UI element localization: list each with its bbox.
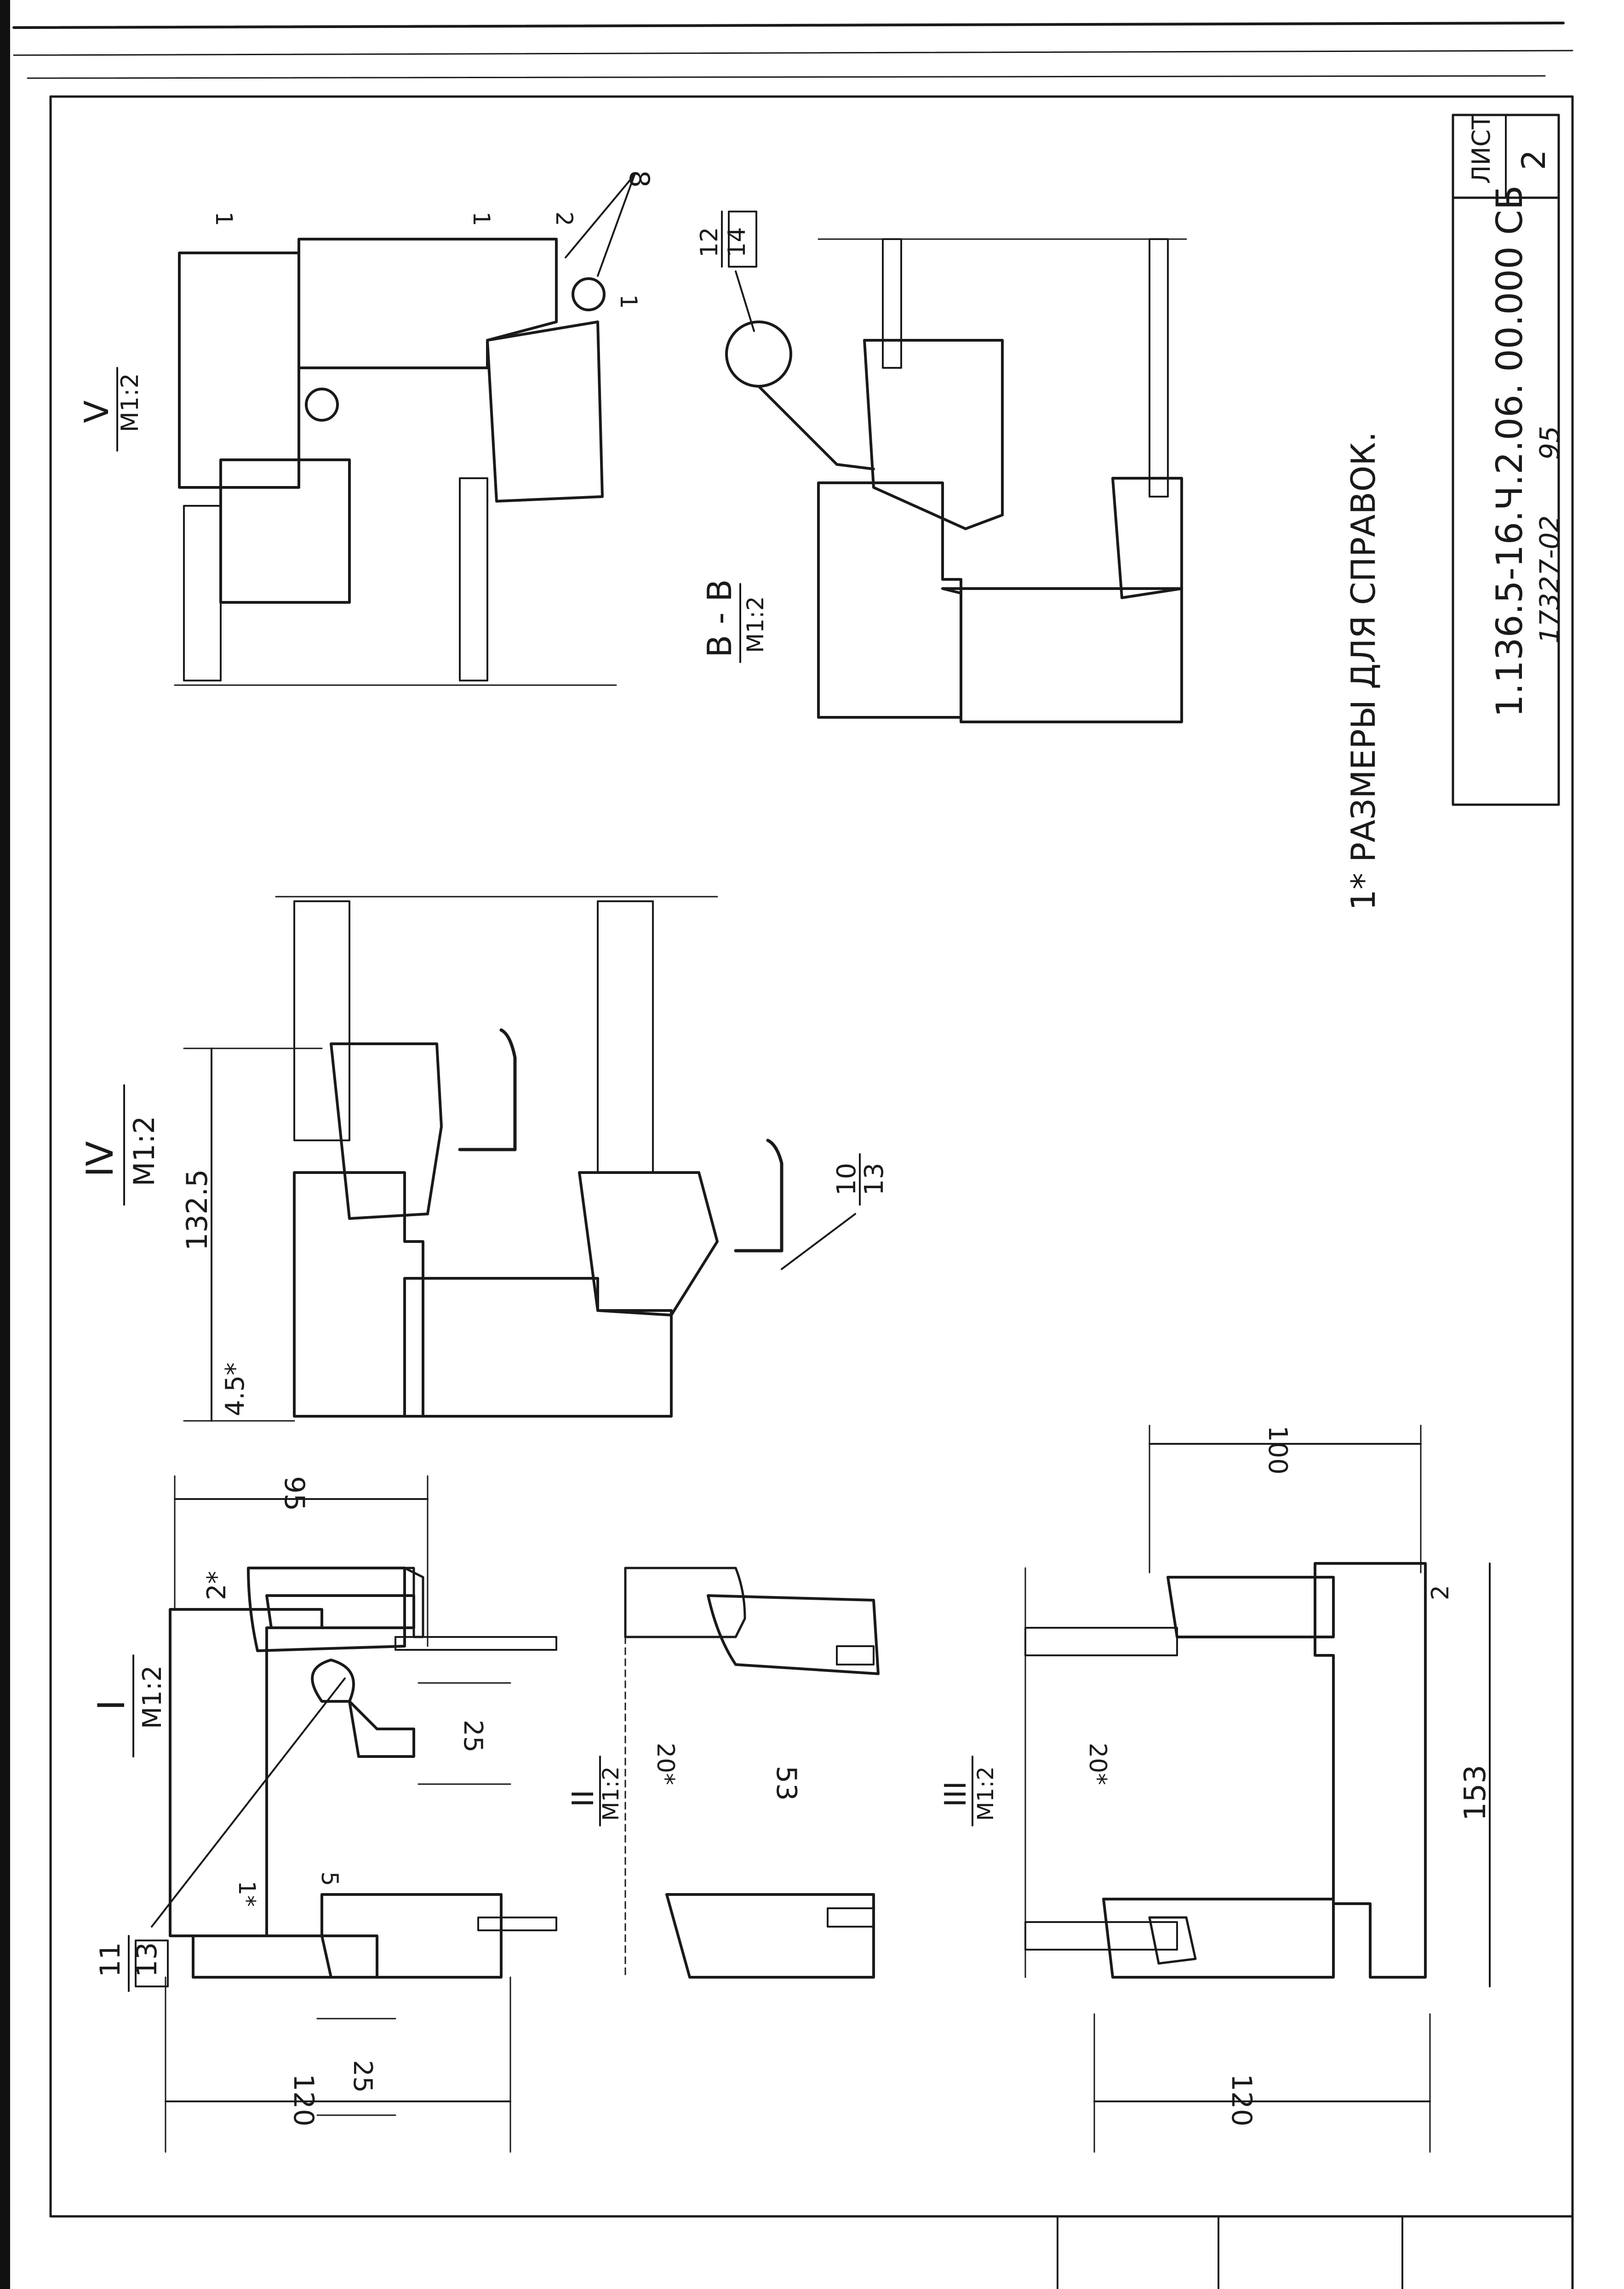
view-i-dim-5: 5 — [316, 1871, 343, 1886]
view-iii: III М1:2 100 2 20* 153 120 — [939, 1425, 1492, 2153]
view-bb: В - В М1:2 12 14 — [696, 211, 1187, 723]
view-i-scale: М1:2 — [137, 1665, 167, 1729]
view-iv-dim-45: 4.5* — [220, 1362, 250, 1416]
view-iv-scale: М1:2 — [127, 1116, 161, 1186]
view-iv-callout-den: 13 — [859, 1163, 889, 1196]
view-iv-dim-132: 132.5 — [180, 1169, 214, 1251]
view-v-callout-8: 8 — [623, 170, 655, 188]
view-v-dim-2: 2 — [551, 212, 578, 226]
view-ii-dim-20: 20* — [652, 1743, 679, 1785]
view-ii-scale: М1:2 — [598, 1766, 624, 1821]
view-iii-dim-120: 120 — [1225, 2074, 1258, 2127]
sheet-frame — [0, 0, 1574, 2289]
title-block: ЛИСТ 2 1.136.5-16.Ч.2.06. 00.000 СБ 1732… — [1452, 114, 1565, 806]
view-i-dim-2star: 2* — [202, 1571, 232, 1600]
view-bb-scale: М1:2 — [742, 596, 769, 653]
view-ii-dim-53: 53 — [770, 1766, 802, 1801]
view-i: I М1:2 95 2* 25 5 1* 25 12 — [90, 1475, 557, 2153]
archive-number: 17327-02 — [1534, 515, 1565, 644]
view-iii-dim-153: 153 — [1458, 1765, 1492, 1821]
drawing-designation: 1.136.5-16.Ч.2.06. 00.000 СБ — [1489, 185, 1531, 717]
view-bb-callout-num: 12 — [696, 227, 723, 258]
view-iv-callout-num: 10 — [832, 1163, 862, 1196]
sheet-label: ЛИСТ — [1467, 114, 1496, 184]
view-i-dim-95: 95 — [278, 1476, 310, 1511]
view-v: V М1:2 1 1 2 1 8 — [77, 170, 655, 686]
view-iv-title: IV — [79, 1141, 121, 1177]
view-i-dim-25a: 25 — [458, 1720, 488, 1752]
view-iv: IV М1:2 132.5 4.5* 10 13 — [79, 896, 889, 1422]
view-v-title: V — [77, 401, 116, 423]
view-v-dim-1b: 1 — [468, 212, 495, 226]
view-i-dim-120: 120 — [287, 2074, 320, 2127]
view-iii-dim-20: 20* — [1084, 1743, 1111, 1785]
view-iii-title: III — [939, 1781, 973, 1807]
view-i-dim-1star: 1* — [234, 1881, 260, 1907]
view-v-scale: М1:2 — [116, 373, 144, 432]
sheet-number: 2 — [1515, 149, 1553, 170]
archive-extra: 95 — [1534, 426, 1565, 460]
view-i-dim-25b: 25 — [348, 2060, 377, 2093]
view-i-callout-num: 11 — [94, 1942, 126, 1977]
view-i-title: I — [90, 1700, 133, 1711]
view-bb-title: В - В — [700, 579, 739, 658]
view-iii-scale: М1:2 — [973, 1766, 999, 1821]
view-v-dim-1a: 1 — [211, 212, 237, 226]
reference-note: 1* РАЗМЕРЫ ДЛЯ СПРАВОК. — [1344, 432, 1383, 910]
view-iii-dim-100: 100 — [1263, 1425, 1292, 1475]
view-ii-title: II — [566, 1790, 600, 1807]
view-iii-dim-2: 2 — [1427, 1585, 1454, 1600]
view-v-dim-1c: 1 — [615, 294, 642, 309]
view-ii: 20* 53 II М1:2 — [566, 1567, 880, 1979]
view-bb-callout-den: 14 — [723, 227, 751, 258]
